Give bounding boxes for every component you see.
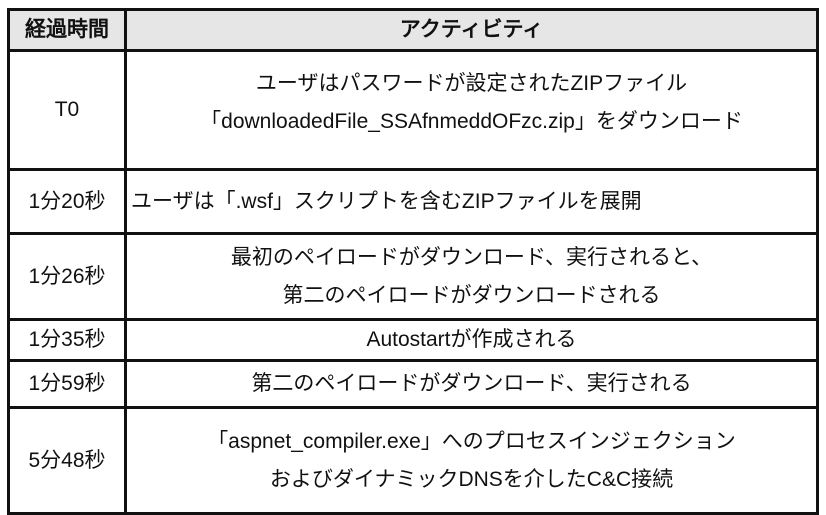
table-row: 1分20秒 ユーザは「.wsf」スクリプトを含むZIPファイルを展開 <box>7 168 819 235</box>
activity-cell: ユーザは「.wsf」スクリプトを含むZIPファイルを展開 <box>124 168 819 235</box>
time-cell: 5分48秒 <box>7 406 127 515</box>
header-activity: アクティビティ <box>124 8 819 52</box>
header-elapsed-time: 経過時間 <box>7 8 127 52</box>
table-row: 1分26秒 最初のペイロードがダウンロード、実行されると、第二のペイロードがダウ… <box>7 232 819 321</box>
time-cell: T0 <box>7 49 127 171</box>
activity-cell: 「aspnet_compiler.exe」へのプロセスインジェクションおよびダイ… <box>124 406 819 515</box>
activity-cell: 最初のペイロードがダウンロード、実行されると、第二のペイロードがダウンロードされ… <box>124 232 819 321</box>
table-row: T0 ユーザはパスワードが設定されたZIPファイル「downloadedFile… <box>7 49 819 171</box>
activity-timeline-table: 経過時間 アクティビティ T0 ユーザはパスワードが設定されたZIPファイル「d… <box>7 8 819 515</box>
time-cell: 1分35秒 <box>7 318 127 362</box>
activity-line: 最初のペイロードがダウンロード、実行されると、 <box>230 245 713 269</box>
time-cell: 1分59秒 <box>7 359 127 409</box>
activity-line: ユーザはパスワードが設定されたZIPファイル <box>255 72 688 95</box>
time-cell: 1分26秒 <box>7 232 127 321</box>
activity-line: 「aspnet_compiler.exe」へのプロセスインジェクション <box>207 429 736 453</box>
activity-cell: Autostartが作成される <box>124 318 819 362</box>
activity-line: 「downloadedFile_SSAfnmeddOFzc.zip」をダウンロー… <box>200 110 743 133</box>
activity-cell: ユーザはパスワードが設定されたZIPファイル「downloadedFile_SS… <box>124 49 819 171</box>
table-row: 5分48秒 「aspnet_compiler.exe」へのプロセスインジェクショ… <box>7 406 819 515</box>
table-header-row: 経過時間 アクティビティ <box>7 8 819 52</box>
time-cell: 1分20秒 <box>7 168 127 235</box>
table-row: 1分35秒 Autostartが作成される <box>7 318 819 362</box>
activity-cell: 第二のペイロードがダウンロード、実行される <box>124 359 819 409</box>
activity-line: 第二のペイロードがダウンロードされる <box>282 283 661 307</box>
table-row: 1分59秒 第二のペイロードがダウンロード、実行される <box>7 359 819 409</box>
activity-line: およびダイナミックDNSを介したC&C接続 <box>269 467 674 491</box>
